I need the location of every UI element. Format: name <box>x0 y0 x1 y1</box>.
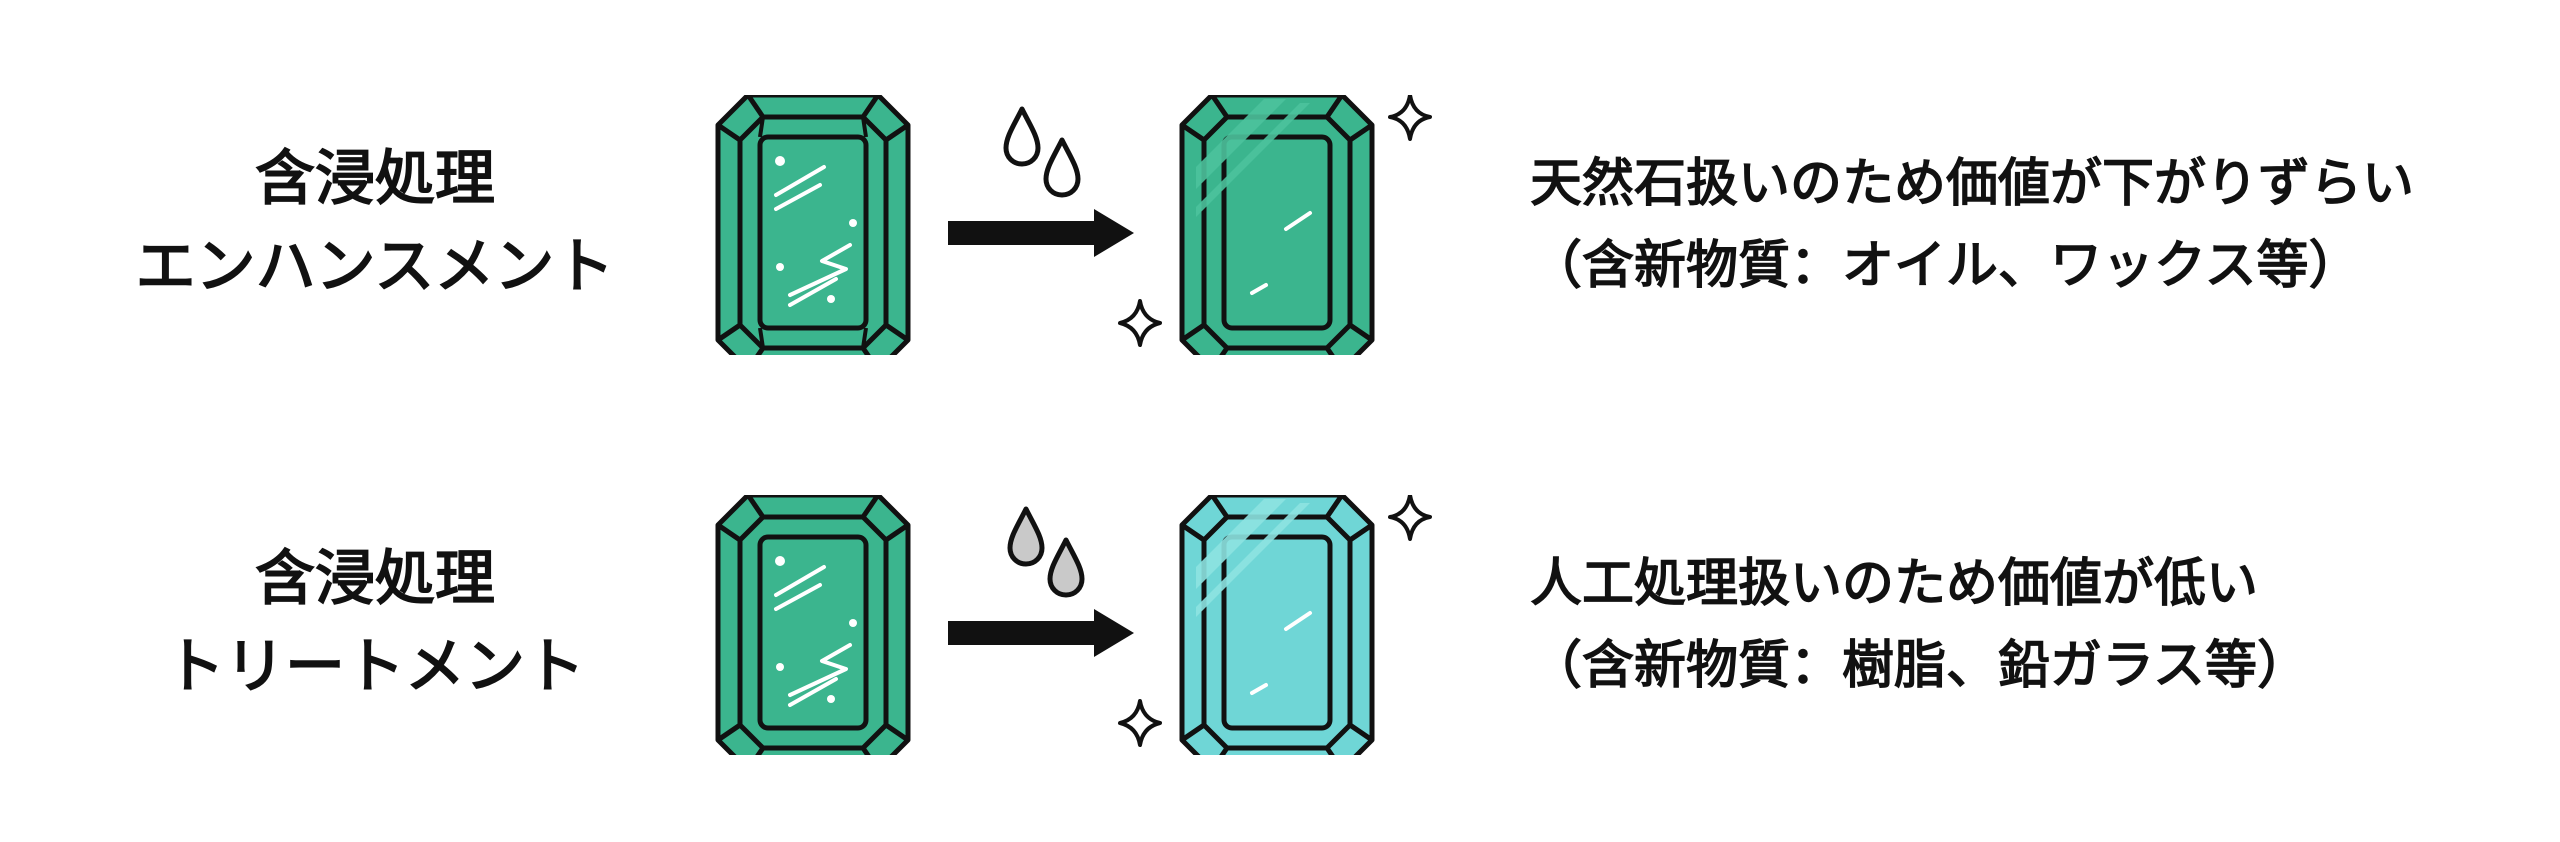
cracked-emerald-icon <box>715 95 911 355</box>
drop-icon <box>1043 137 1081 198</box>
treatment-label-line1: 含浸処理 <box>255 144 495 214</box>
sparkle-icon <box>1388 495 1432 541</box>
polished-aquamarine-icon <box>1179 495 1375 755</box>
description-line2: （含新物質：樹脂、鉛ガラス等） <box>1530 636 2309 696</box>
drop-icon <box>1003 106 1041 167</box>
cracked-emerald-icon <box>715 495 911 755</box>
treatment-label-line1: 含浸処理 <box>255 544 495 614</box>
arrow-right-icon <box>948 209 1134 257</box>
polished-emerald-icon <box>1179 95 1375 355</box>
arrow-right-icon <box>948 609 1134 657</box>
treatment-illustration <box>715 95 1432 355</box>
description-line1: 人工処理扱いのため価値が低い <box>1530 554 2259 614</box>
treatment-label-line2: トリートメント <box>165 632 585 702</box>
treatment-label-line2: エンハンスメント <box>135 232 615 302</box>
description-line1: 天然石扱いのため価値が下がりずらい <box>1530 154 2415 214</box>
treatment-label: 含浸処理 エンハンスメント <box>135 135 615 311</box>
row-enhancement: 含浸処理 エンハンスメント <box>0 95 2560 355</box>
treatment-illustration <box>715 495 1432 755</box>
treatment-description: 天然石扱いのため価値が下がりずらい （含新物質：オイル、ワックス等） <box>1530 143 2414 307</box>
treatment-label: 含浸処理 トリートメント <box>135 535 615 711</box>
sparkle-icon <box>1118 699 1162 747</box>
drop-icon <box>1047 537 1085 598</box>
description-line2: （含新物質：オイル、ワックス等） <box>1530 236 2361 296</box>
sparkle-icon <box>1118 299 1162 347</box>
row-treatment: 含浸処理 トリートメント <box>0 495 2560 755</box>
sparkle-icon <box>1388 95 1432 141</box>
treatment-description: 人工処理扱いのため価値が低い （含新物質：樹脂、鉛ガラス等） <box>1530 543 2309 707</box>
drop-icon <box>1007 506 1045 567</box>
